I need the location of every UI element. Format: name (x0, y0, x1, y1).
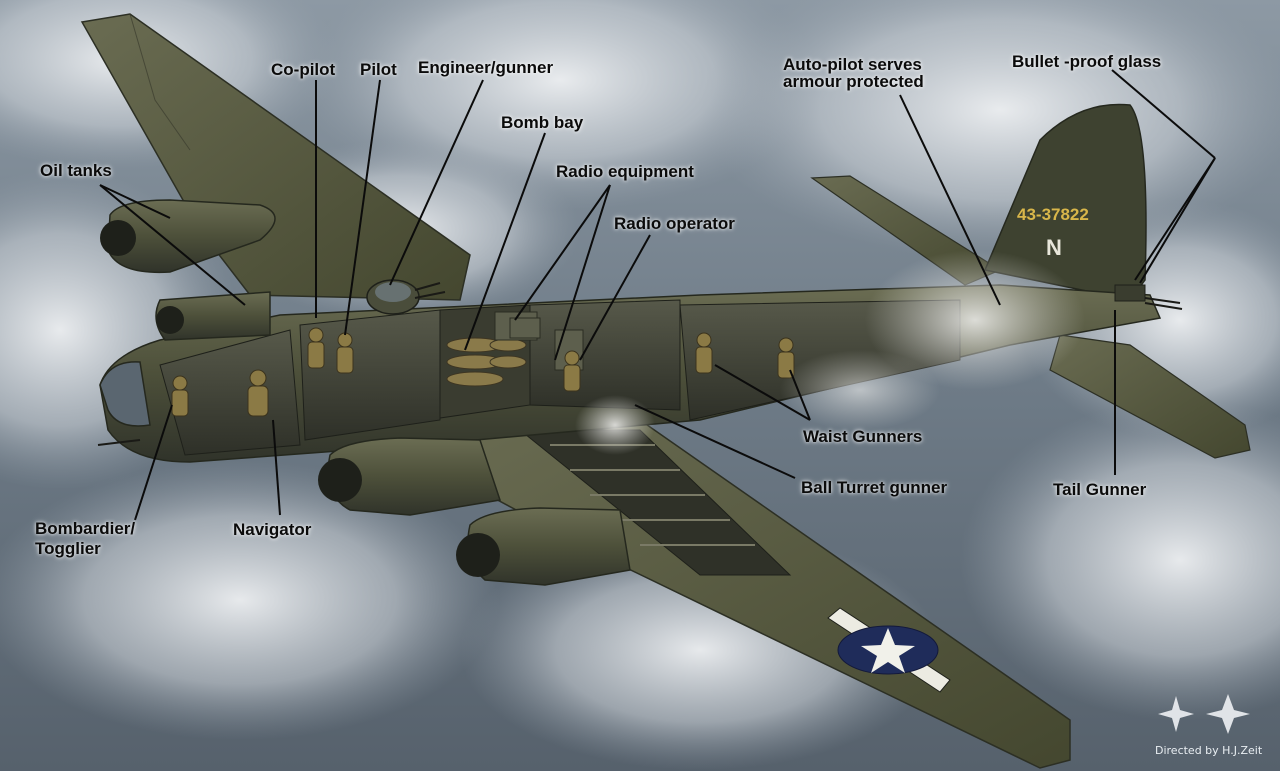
smoke (575, 250, 1085, 455)
tail-fin (983, 103, 1147, 301)
label-radio-equipment: Radio equipment (556, 162, 694, 181)
label-pilot: Pilot (360, 60, 397, 79)
nose-glazing (99, 361, 151, 427)
label-bombardier: Bombardier/ Togglier (35, 519, 135, 559)
label-ball-turret-gunner: Ball Turret gunner (801, 478, 948, 497)
bombs (446, 337, 527, 387)
studio-logo (1158, 694, 1250, 734)
tail-letter: N (1046, 235, 1062, 260)
label-autopilot-line1: Auto-pilot serves (783, 55, 922, 74)
engines (100, 199, 631, 586)
label-navigator: Navigator (233, 520, 312, 539)
leader-lines (99, 69, 1216, 521)
cockpit-compartment (299, 309, 441, 441)
star-roundel (827, 607, 951, 693)
label-radio-operator: Radio operator (614, 214, 735, 233)
tail-gun-position (1114, 284, 1146, 302)
label-bombardier-line1: Bombardier/ (35, 519, 136, 538)
label-bomb-bay: Bomb bay (501, 113, 584, 132)
credit-text: Directed by H.J.Zeit (1155, 744, 1263, 757)
label-tail-gunner: Tail Gunner (1053, 480, 1147, 499)
label-waist-gunners: Waist Gunners (803, 427, 923, 446)
label-bullet-proof-glass: Bullet -proof glass (1012, 52, 1162, 71)
star-logo-icon-2 (1206, 694, 1250, 734)
tail-serial: 43-37822 (1017, 205, 1089, 224)
label-bombardier-line2: Togglier (35, 539, 101, 558)
label-autopilot-line2: armour protected (783, 72, 924, 91)
star-logo-icon (1158, 696, 1194, 732)
radio-equipment-boxes (494, 311, 584, 371)
nose-compartment (159, 329, 301, 456)
label-co-pilot: Co-pilot (271, 60, 336, 79)
label-oil-tanks: Oil tanks (40, 161, 112, 180)
label-engineer-gunner: Engineer/gunner (418, 58, 554, 77)
label-autopilot: Auto-pilot serves armour protected (783, 56, 924, 90)
